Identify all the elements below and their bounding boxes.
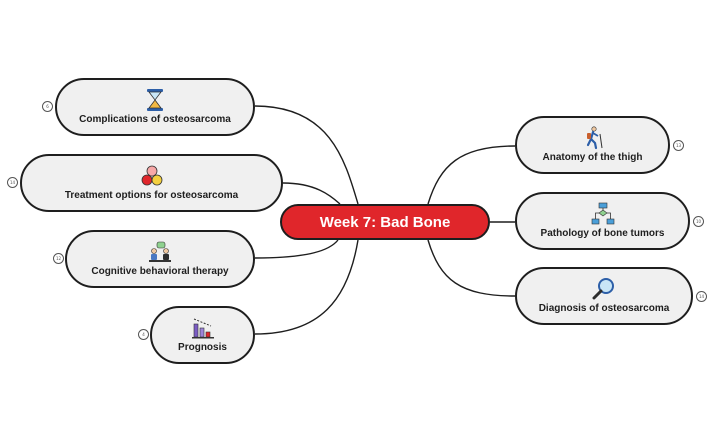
topic-count-badge[interactable]: 14 xyxy=(7,177,18,188)
topic-diagnosis-of-osteosarcoma[interactable]: Diagnosis of osteosarcoma xyxy=(515,267,693,325)
topic-count-badge[interactable]: 4 xyxy=(138,329,149,340)
topic-label: Prognosis xyxy=(178,342,227,353)
magnifier-icon xyxy=(592,278,614,300)
topic-count-badge[interactable]: 10 xyxy=(693,216,704,227)
topic-pathology-of-bone-tumors[interactable]: Pathology of bone tumors xyxy=(515,192,690,250)
hourglass-icon xyxy=(147,89,163,111)
topic-anatomy-of-the-thigh[interactable]: Anatomy of the thigh xyxy=(515,116,670,174)
topic-label: Diagnosis of osteosarcoma xyxy=(538,303,670,314)
topic-label: Anatomy of the thigh xyxy=(542,152,643,163)
topic-label: Cognitive behavioral therapy xyxy=(91,266,229,277)
central-topic[interactable]: Week 7: Bad Bone xyxy=(280,204,490,240)
therapy-conversation-icon xyxy=(149,241,171,262)
topic-complications-of-osteosarcoma[interactable]: Complications of osteosarcoma xyxy=(55,78,255,136)
topic-count-badge[interactable]: 6 xyxy=(42,101,53,112)
topic-count-badge[interactable]: 13 xyxy=(673,140,684,151)
topic-label: Pathology of bone tumors xyxy=(540,228,665,239)
flowchart-icon xyxy=(591,202,614,225)
topic-prognosis[interactable]: Prognosis xyxy=(150,306,255,364)
topic-treatment-options-for-osteosarcoma[interactable]: Treatment options for osteosarcoma xyxy=(20,154,283,212)
topic-cognitive-behavioral-therapy[interactable]: Cognitive behavioral therapy xyxy=(65,230,255,288)
hiker-icon xyxy=(586,126,602,150)
declining-chart-icon xyxy=(191,318,214,339)
topic-count-badge[interactable]: 12 xyxy=(53,253,64,264)
topic-count-badge[interactable]: 14 xyxy=(696,291,707,302)
pills-icon xyxy=(141,165,162,186)
topic-label: Treatment options for osteosarcoma xyxy=(64,190,239,201)
topic-label: Complications of osteosarcoma xyxy=(79,114,231,125)
